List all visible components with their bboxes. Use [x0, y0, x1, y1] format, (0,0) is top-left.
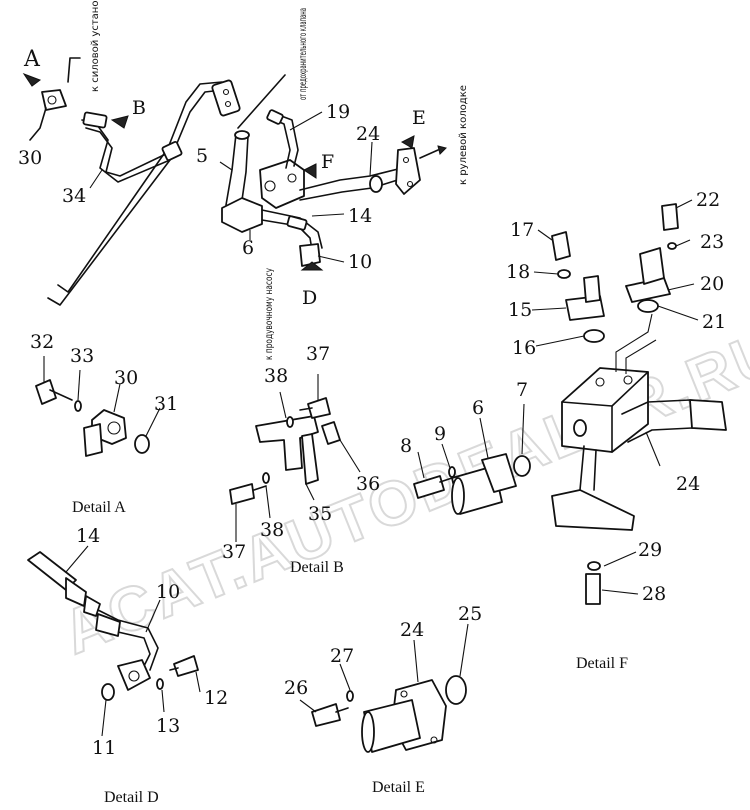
callout-37-bottom: 37 — [222, 541, 246, 563]
pipe-24 — [299, 167, 403, 191]
callout-37-top: 37 — [306, 343, 330, 365]
callout-24-e: 24 — [400, 619, 424, 641]
pipe-flange — [211, 79, 241, 117]
callout-5: 5 — [196, 145, 208, 167]
callout-6-f: 6 — [472, 397, 484, 419]
callout-14-main: 14 — [348, 205, 372, 227]
callout-11: 11 — [92, 737, 116, 759]
callout-18: 18 — [506, 261, 530, 283]
note-relief-valve: от предохранительного клапана — [298, 8, 309, 100]
callout-24-main: 24 — [356, 123, 380, 145]
callout-30-a: 30 — [114, 367, 138, 389]
arrow-d — [300, 261, 324, 271]
o-ring-21 — [637, 299, 659, 313]
bracket-35 — [255, 415, 319, 471]
pipe-19 — [269, 117, 291, 169]
main-assembly — [22, 57, 447, 306]
callout-10-main: 10 — [348, 251, 372, 273]
label-view-f: F — [321, 151, 334, 173]
detail-e — [299, 623, 469, 753]
callout-9: 9 — [434, 423, 446, 445]
fitting-30 — [41, 89, 67, 111]
callout-31: 31 — [154, 393, 178, 415]
label-view-b: B — [132, 97, 146, 119]
callout-24-f: 24 — [676, 473, 700, 495]
callout-28: 28 — [642, 583, 666, 605]
arrow-a — [22, 72, 42, 87]
label-view-d: D — [302, 287, 317, 309]
arrow-b — [110, 115, 129, 129]
o-ring-25 — [445, 675, 467, 705]
callout-38-top: 38 — [264, 365, 288, 387]
detail-a-caption: Detail A — [72, 499, 126, 516]
detail-a — [35, 356, 161, 457]
o-ring-16 — [583, 329, 605, 343]
arrow-f — [303, 163, 317, 179]
callout-13: 13 — [156, 715, 180, 737]
detail-b-caption: Detail B — [290, 559, 344, 576]
callout-12: 12 — [204, 687, 228, 709]
callout-23: 23 — [700, 231, 724, 253]
label-view-a: A — [23, 47, 41, 72]
o-ring-7 — [513, 455, 531, 477]
o-ring-31 — [134, 434, 150, 454]
flange-6 — [481, 453, 517, 493]
callout-25: 25 — [458, 603, 482, 625]
valve-body — [259, 159, 305, 209]
callout-36: 36 — [356, 473, 380, 495]
callout-20: 20 — [700, 273, 724, 295]
flange-10 — [117, 659, 151, 691]
bracket-f — [551, 489, 635, 531]
callout-15: 15 — [508, 299, 532, 321]
arrow-e — [400, 135, 415, 149]
block-6 — [221, 197, 263, 233]
callout-7: 7 — [516, 379, 528, 401]
hose-14-detail — [27, 551, 77, 591]
detail-b — [229, 374, 361, 542]
flange-24 — [395, 147, 421, 195]
callout-16: 16 — [512, 337, 536, 359]
callout-30-main: 30 — [18, 147, 42, 169]
callout-19: 19 — [326, 101, 350, 123]
pipe-14 — [261, 209, 323, 249]
callout-33: 33 — [70, 345, 94, 367]
callout-29: 29 — [638, 539, 662, 561]
detail-e-caption: Detail E — [372, 779, 425, 796]
detail-f — [413, 199, 727, 605]
note-steering-block: к рулевой колодке — [458, 85, 469, 185]
callout-21: 21 — [702, 311, 726, 333]
callout-35: 35 — [308, 503, 332, 525]
callout-8: 8 — [400, 435, 412, 457]
note-scavenge-pump: к продувочному насосу — [264, 268, 275, 360]
callout-17: 17 — [510, 219, 534, 241]
label-view-e: E — [412, 107, 426, 129]
note-power-unit: к силовой установке — [90, 0, 101, 92]
detail-d-caption: Detail D — [104, 789, 159, 806]
callout-6-main: 6 — [242, 237, 254, 259]
long-pipe — [47, 89, 223, 306]
o-ring-11 — [101, 683, 115, 701]
callout-32: 32 — [30, 331, 54, 353]
callout-38-bottom: 38 — [260, 519, 284, 541]
callout-14-d: 14 — [76, 525, 100, 547]
detail-f-caption: Detail F — [576, 655, 628, 672]
callout-10-d: 10 — [156, 581, 180, 603]
callout-26: 26 — [284, 677, 308, 699]
watermark: ACAT.AUTODEALER.RU — [53, 316, 750, 668]
pipe-10 — [299, 243, 321, 267]
callout-34: 34 — [62, 185, 86, 207]
callout-22: 22 — [696, 189, 720, 211]
callout-27: 27 — [330, 645, 354, 667]
detail-d — [27, 545, 201, 737]
